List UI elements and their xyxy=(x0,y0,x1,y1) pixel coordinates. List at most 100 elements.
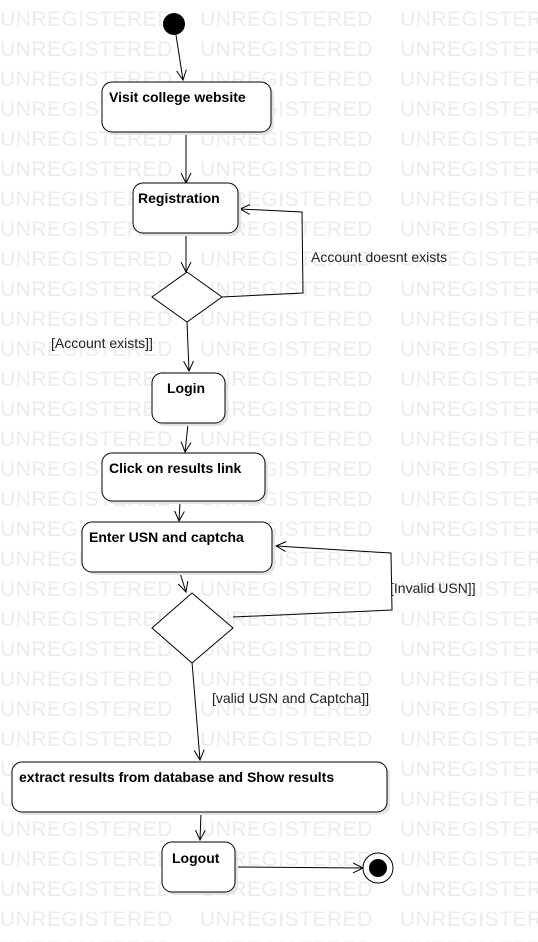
watermark-text: UNREGISTERED xyxy=(0,308,173,331)
watermark-text: UNREGISTERED xyxy=(200,368,373,391)
watermark-text: UNREGISTERED xyxy=(200,608,373,631)
edge-enter-usn-to-decision2 xyxy=(180,572,186,592)
watermark-text: UNREGISTERED xyxy=(200,248,373,271)
watermark-text: UNREGISTERED xyxy=(400,218,538,241)
watermark-text: UNREGISTERED xyxy=(200,938,373,942)
watermark-text: UNREGISTERED xyxy=(200,428,373,451)
watermark-text: UNREGISTERED xyxy=(200,398,373,421)
watermark-text: UNREGISTERED xyxy=(400,128,538,151)
watermark-text: UNREGISTERED xyxy=(0,608,173,631)
watermark-text: UNREGISTERED xyxy=(400,638,538,661)
edge-decision2-to-extract xyxy=(191,661,200,760)
watermark-text: UNREGISTERED xyxy=(200,278,373,301)
activity-visit-label: Visit college website xyxy=(109,89,246,105)
decision-account-exists xyxy=(151,271,223,323)
watermark-text: UNREGISTERED xyxy=(400,848,538,871)
activity-login[interactable]: Login xyxy=(151,372,228,426)
guard-account-doesnt-exist: Account doesnt exists xyxy=(311,249,447,265)
guard-account-exists: [Account exists]] xyxy=(51,335,153,351)
watermark-text: UNREGISTERED xyxy=(200,818,373,841)
watermark-text: UNREGISTERED xyxy=(0,848,173,871)
watermark-text: UNREGISTERED xyxy=(200,698,373,721)
watermark-text: UNREGISTERED xyxy=(400,758,538,781)
watermark-text: UNREGISTERED xyxy=(200,878,373,901)
watermark-text: UNREGISTERED xyxy=(200,728,373,751)
watermark-text: UNREGISTERED xyxy=(400,668,538,691)
watermark-text: UNREGISTERED xyxy=(200,578,373,601)
watermark-text: UNREGISTERED xyxy=(400,788,538,811)
edge-decision2-loop-enter-usn xyxy=(232,546,393,618)
watermark-text: UNREGISTERED xyxy=(400,98,538,121)
watermark-text: UNREGISTERED xyxy=(400,938,538,942)
activity-login-label: Login xyxy=(167,380,205,396)
watermark-text: UNREGISTERED xyxy=(200,908,373,931)
watermark-text: UNREGISTERED xyxy=(200,668,373,691)
watermark-text: UNREGISTERED xyxy=(400,248,538,271)
edge-results-link-to-enter-usn xyxy=(179,501,180,521)
watermark-text: UNREGISTERED xyxy=(200,38,373,61)
watermark: UNREGISTERED UNREGISTERED UNREGISTERED UNRE… xyxy=(0,8,538,942)
activity-visit-college-website[interactable]: Visit college website xyxy=(101,81,274,135)
watermark-text: UNREGISTERED xyxy=(400,518,538,541)
watermark-text: UNREGISTERED xyxy=(400,188,538,211)
activity-click-results-link[interactable]: Click on results link xyxy=(101,452,268,504)
watermark-text: UNREGISTERED xyxy=(400,428,538,451)
edge-start-to-visit xyxy=(175,34,183,80)
watermark-text: UNREGISTERED xyxy=(400,398,538,421)
watermark-text: UNREGISTERED xyxy=(400,338,538,361)
watermark-text: UNREGISTERED xyxy=(0,398,173,421)
watermark-text: UNREGISTERED xyxy=(0,338,173,361)
watermark-text: UNREGISTERED xyxy=(200,338,373,361)
activity-registration[interactable]: Registration xyxy=(132,182,241,236)
watermark-text: UNREGISTERED xyxy=(0,188,173,211)
initial-node xyxy=(163,13,185,35)
watermark-text: UNREGISTERED xyxy=(400,908,538,931)
watermark-text: UNREGISTERED xyxy=(400,578,538,601)
watermark-text: UNREGISTERED xyxy=(400,368,538,391)
watermark-text: UNREGISTERED xyxy=(0,278,173,301)
watermark-text: UNREGISTERED xyxy=(0,728,173,751)
edges xyxy=(175,34,393,868)
watermark-text: UNREGISTERED xyxy=(0,668,173,691)
edge-decision1-to-login xyxy=(187,321,189,371)
activity-results-link-label: Click on results link xyxy=(109,460,241,476)
watermark-text: UNREGISTERED xyxy=(400,458,538,481)
watermark-text: UNREGISTERED xyxy=(0,908,173,931)
watermark-text: UNREGISTERED xyxy=(400,818,538,841)
activity-registration-label: Registration xyxy=(138,190,220,206)
watermark-text: UNREGISTERED xyxy=(0,38,173,61)
watermark-text: UNREGISTERED xyxy=(0,878,173,901)
activity-logout[interactable]: Logout xyxy=(161,841,238,895)
watermark-text: UNREGISTERED xyxy=(400,68,538,91)
watermark-text: UNREGISTERED xyxy=(0,428,173,451)
watermark-text: UNREGISTERED xyxy=(0,818,173,841)
watermark-text: UNREGISTERED xyxy=(0,218,173,241)
watermark-text: UNREGISTERED xyxy=(200,8,373,31)
watermark-text: UNREGISTERED xyxy=(0,638,173,661)
edge-login-to-results-link xyxy=(185,423,188,452)
decision-usn-valid xyxy=(151,592,234,664)
watermark-text: UNREGISTERED xyxy=(0,698,173,721)
watermark-text: UNREGISTERED xyxy=(200,218,373,241)
watermark-text: UNREGISTERED xyxy=(400,728,538,751)
watermark-text: UNREGISTERED xyxy=(400,488,538,511)
activity-extract-label: extract results from database and Show r… xyxy=(19,769,334,785)
watermark-text: UNREGISTERED xyxy=(400,308,538,331)
guard-invalid-usn: [Invalid USN]] xyxy=(390,580,476,596)
watermark-text: UNREGISTERED xyxy=(0,368,173,391)
activity-enter-usn-captcha[interactable]: Enter USN and captcha xyxy=(81,521,275,575)
watermark-text: UNREGISTERED xyxy=(0,938,173,942)
watermark-text: UNREGISTERED xyxy=(400,278,538,301)
activity-extract-show-results[interactable]: extract results from database and Show r… xyxy=(11,761,390,815)
watermark-text: UNREGISTERED xyxy=(200,848,373,871)
watermark-text: UNREGISTERED xyxy=(200,638,373,661)
activity-enter-usn-label: Enter USN and captcha xyxy=(89,529,244,545)
watermark-text: UNREGISTERED xyxy=(400,698,538,721)
watermark-text: UNREGISTERED xyxy=(200,158,373,181)
watermark-text: UNREGISTERED xyxy=(0,8,173,31)
edge-decision1-loop-registration xyxy=(221,209,304,298)
watermark-text: UNREGISTERED xyxy=(0,248,173,271)
watermark-text: UNREGISTERED xyxy=(200,308,373,331)
